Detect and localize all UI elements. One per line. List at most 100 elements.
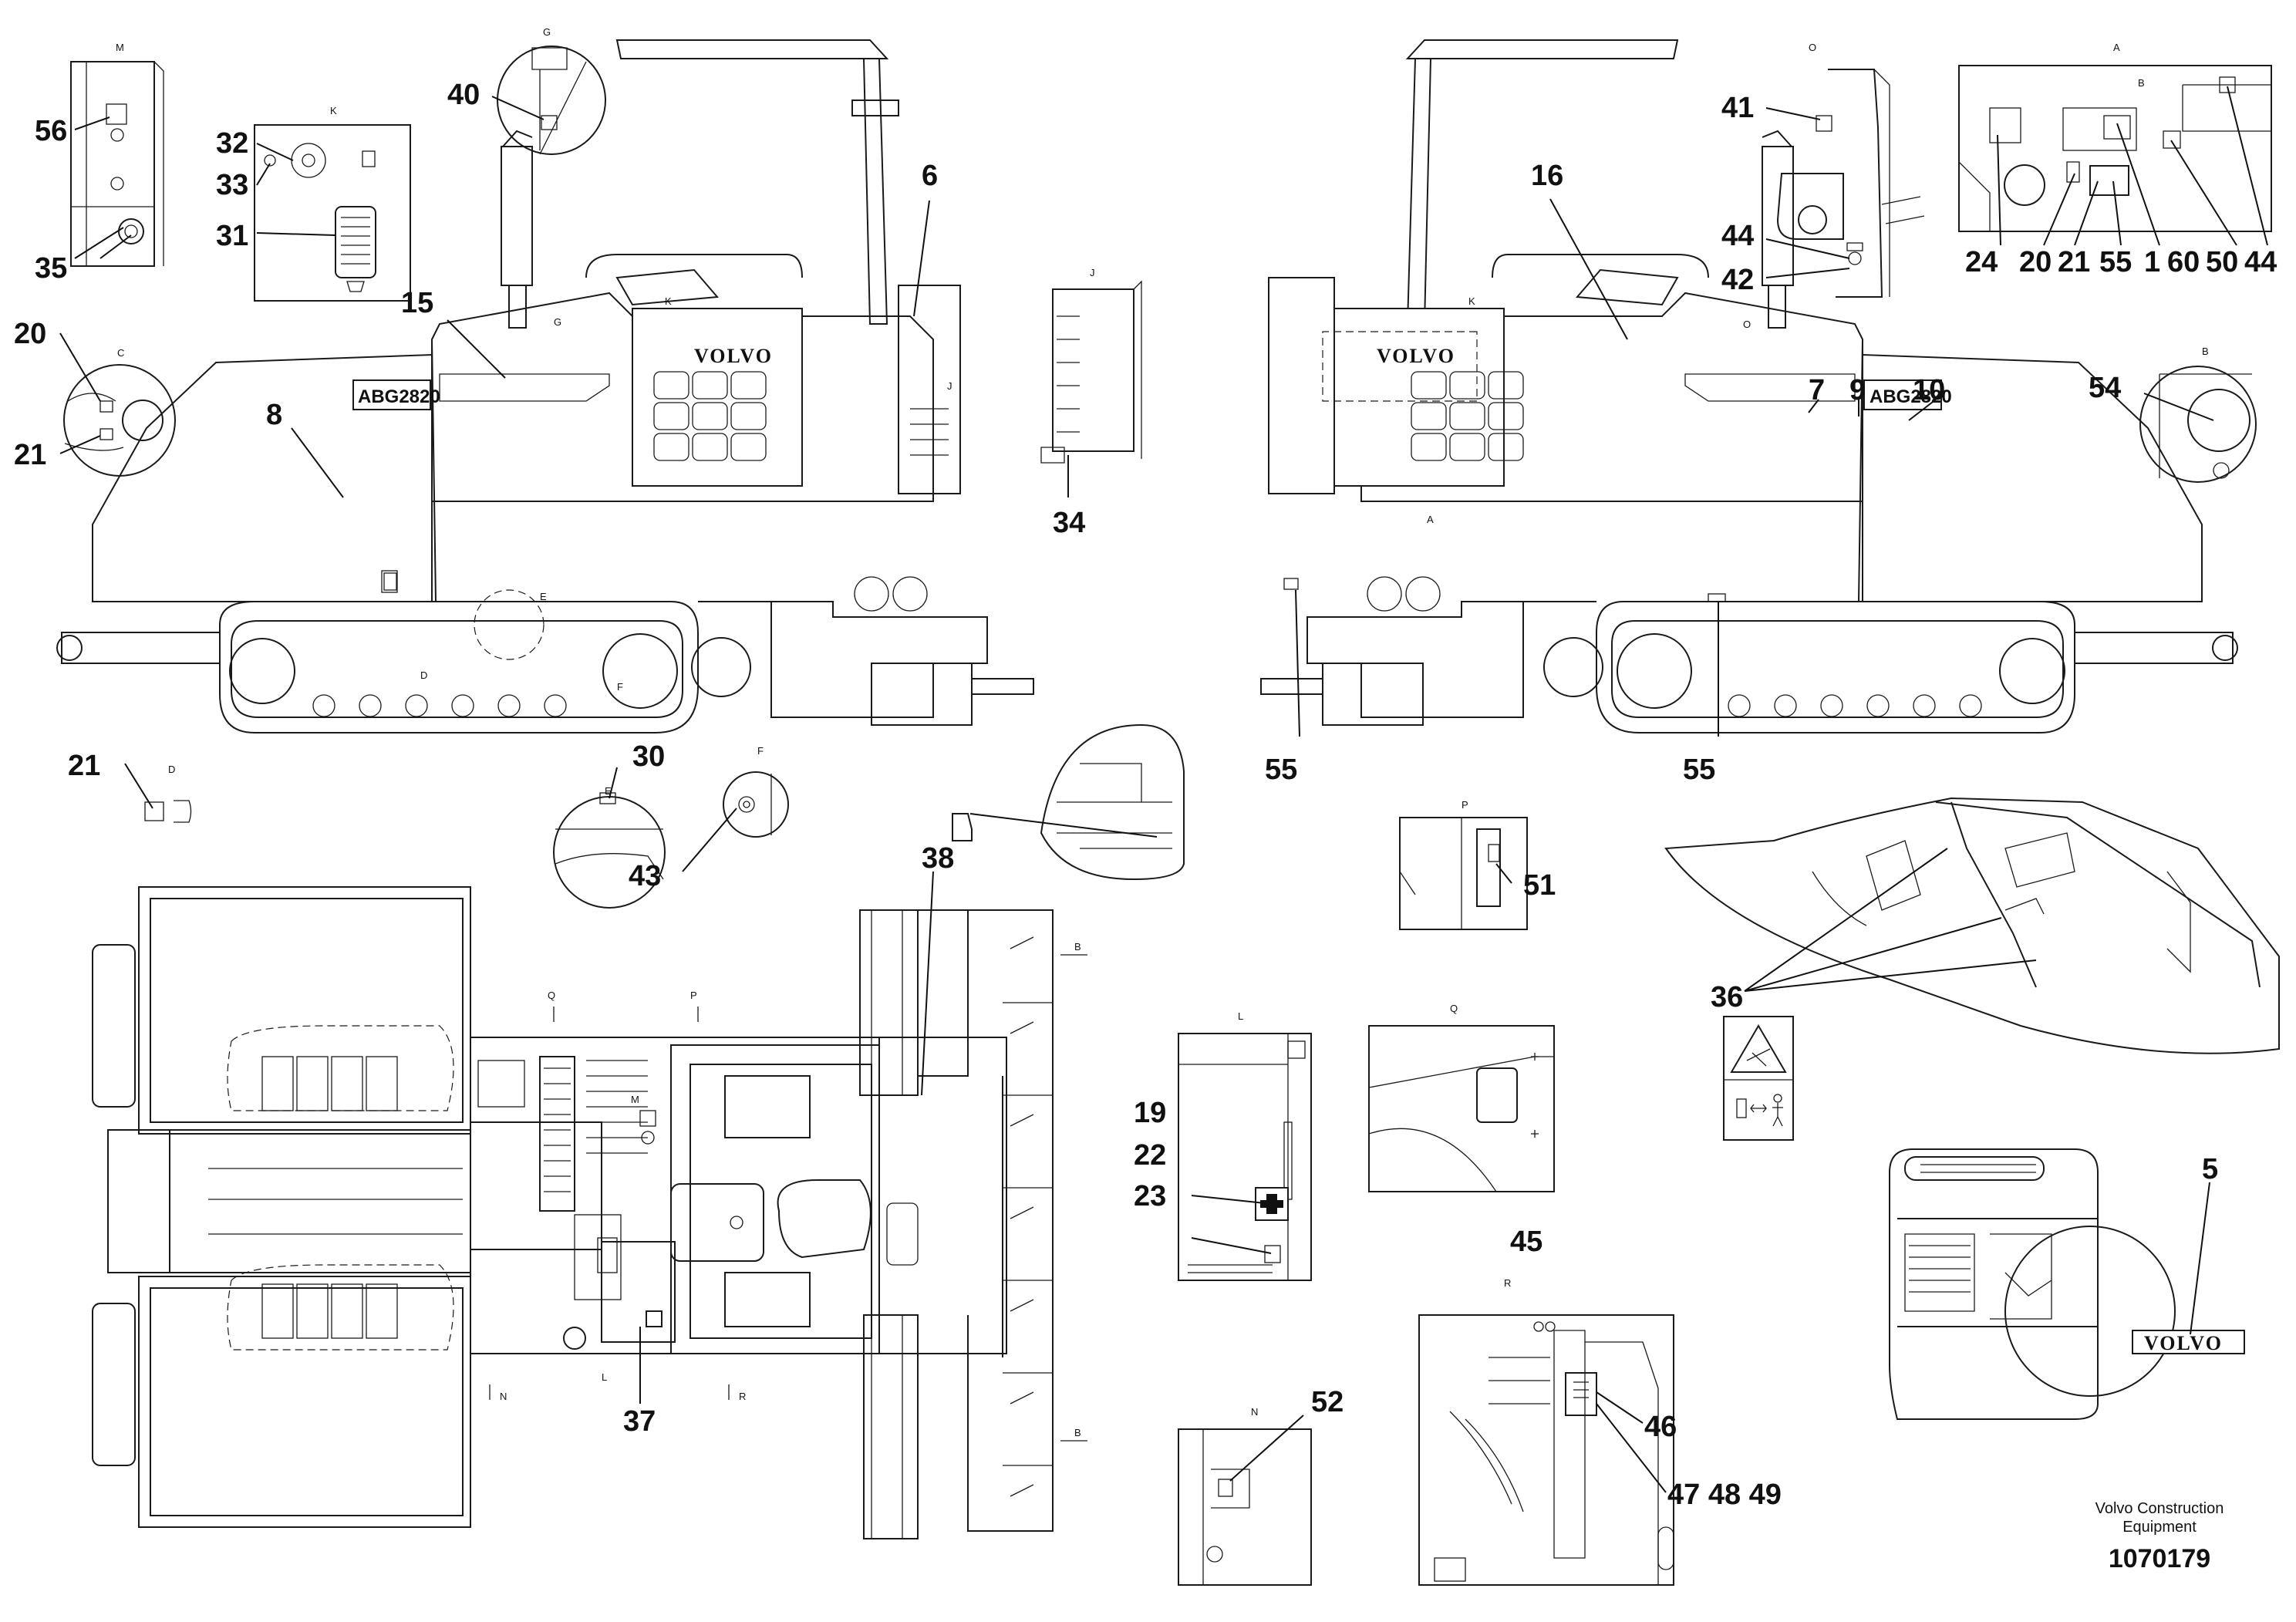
detail-b: B [2139,346,2257,483]
track-rollers-left [312,694,567,717]
callout-52: 52 [1311,1386,1344,1418]
view-letter-g: G [543,26,551,38]
callout-34: 34 [1053,507,1085,539]
right-side-view [1260,39,2238,733]
detail-cabin-panel [952,723,1185,881]
view-letter-g-side: G [554,316,561,328]
detail-f: F [723,745,789,838]
warning-sign [1723,1016,1794,1141]
callout-10: 10 [1913,374,1945,406]
view-letter-p: P [1462,799,1468,811]
view-letter-o: O [1809,42,1816,53]
callout-43: 43 [629,860,661,892]
callout-55b: 55 [1683,754,1715,786]
callout-51: 51 [1523,869,1556,902]
engine-grille [539,1056,648,1212]
view-letter-b-plan-top: B [1074,941,1081,953]
callout-44: 44 [1721,220,1754,252]
detail-l: L [1178,1010,1312,1281]
plate-right: ABG2820 [1870,386,1952,407]
callout-41: 41 [1721,92,1754,124]
view-letter-f: F [757,745,764,757]
view-letter-n: N [1251,1406,1258,1418]
instrument-cluster-left [653,371,767,461]
left-side-view: VOLVO J ABG2820 [56,39,1034,733]
callout-47-48-49: 47 48 49 [1667,1479,1782,1511]
view-letter-q: Q [1450,1003,1458,1014]
screed-plates [1003,909,1053,1497]
callout-38: 38 [922,842,954,875]
view-letter-e-side: E [540,591,547,602]
callout-56: 56 [35,115,67,147]
callout-36: 36 [1711,981,1743,1013]
view-letter-b-plan-bottom: B [1074,1427,1081,1438]
view-letter-a-side: A [1427,514,1434,525]
callout-1: 1 [2144,246,2160,278]
view-letter-m-plan: M [631,1094,639,1105]
callout-60: 60 [2167,246,2200,278]
callout-20b: 20 [2019,246,2052,278]
detail-brand-panel: VOLVO [1889,1148,2245,1420]
callout-24: 24 [1965,246,1998,278]
callout-19: 19 [1134,1097,1166,1129]
view-letter-e: E [605,785,612,797]
callout-5: 5 [2202,1153,2218,1185]
detail-j: J [1040,267,1142,464]
callout-6: 6 [922,160,938,192]
brand-right: VOLVO [1377,345,1455,367]
plate-left: ABG2820 [358,386,440,407]
view-letter-r-plan: R [739,1391,746,1402]
callout-35: 35 [35,252,67,285]
callout-32: 32 [216,127,248,160]
detail-m: M [70,42,164,267]
detail-p: P [1399,799,1528,930]
view-letter-j-left: J [947,380,952,392]
isometric-view [1664,797,2280,1054]
footer-company: Volvo Construction [2095,1500,2224,1517]
detail-a: A B [1958,42,2272,232]
callout-22: 22 [1134,1139,1166,1172]
brand-detail: VOLVO [2144,1332,2223,1354]
view-letter-o-side: O [1743,319,1751,330]
callout-21c: 21 [68,750,100,782]
view-letter-b-small: B [2138,77,2145,89]
callout-54: 54 [2089,372,2121,404]
view-letter-q-plan: Q [548,990,555,1001]
view-letter-b: B [2202,346,2209,357]
detail-q: Q [1368,1003,1555,1192]
view-letter-m: M [116,42,124,53]
callout-31: 31 [216,220,248,252]
plan-view: M L B B Q P N [92,886,1087,1539]
view-letter-k-right: K [1468,295,1475,307]
right-side-view-text: VOLVO ABG2820 K O A [1283,295,1952,602]
hopper-cylinders [261,1056,398,1339]
view-letter-d: D [168,764,175,775]
view-letter-k-side: K [665,295,672,307]
callout-55a: 55 [1265,754,1297,786]
view-letter-r: R [1504,1277,1511,1289]
callout-7: 7 [1809,374,1825,406]
instrument-cluster-right [1411,371,1524,461]
detail-g: G [497,26,606,155]
footer-block: Volvo Construction Equipment 1070179 [2095,1500,2224,1573]
callout-46: 46 [1644,1411,1677,1443]
callout-30: 30 [632,740,665,773]
view-letter-d-side: D [420,669,427,681]
callout-42: 42 [1721,264,1754,296]
callout-21b: 21 [2058,246,2090,278]
callout-9: 9 [1849,374,1866,406]
detail-d: D [144,764,192,823]
footer-equipment: Equipment [2122,1519,2197,1536]
callout-15: 15 [401,287,433,319]
view-letter-k: K [330,105,337,116]
callout-20: 20 [14,318,46,350]
view-letter-j: J [1090,267,1095,278]
callout-50: 50 [2206,246,2238,278]
callout-45: 45 [1510,1226,1542,1258]
callout-33: 33 [216,169,248,201]
callout-labels: 56 35 32 33 31 40 20 21 15 8 34 6 16 41 … [14,79,2277,1511]
detail-r: R [1418,1277,1674,1586]
callout-21: 21 [14,439,46,471]
callout-37: 37 [623,1405,656,1438]
